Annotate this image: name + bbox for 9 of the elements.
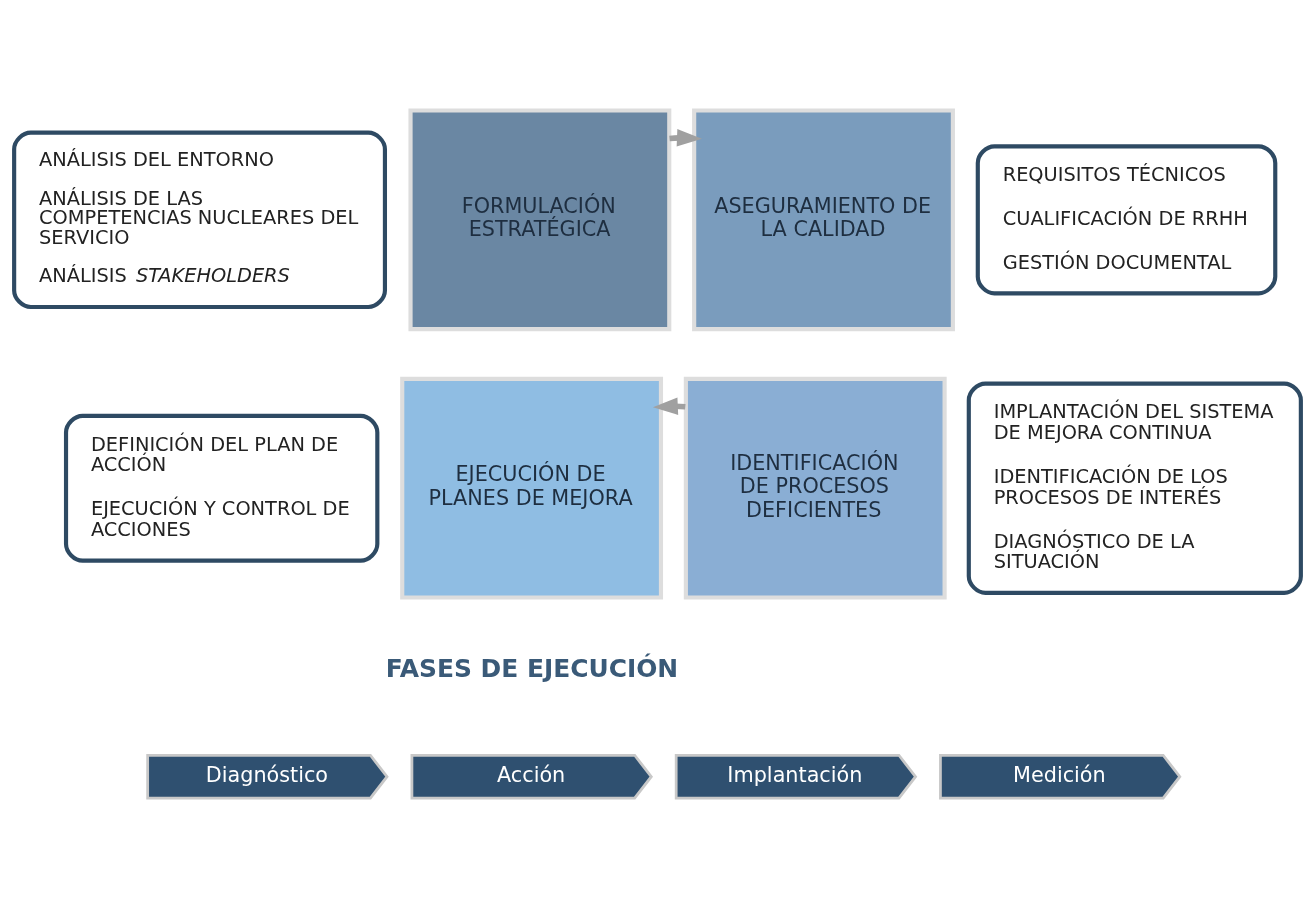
node-box: REQUISITOS TÉCNICOS CUALIFICACIÓN DE RRHH GESTIÓN DOCUMENTAL bbox=[975, 144, 1278, 296]
node-box: DEFINICIÓN DEL PLAN DE ACCIÓN EJECUCIÓN Y CONTROL DE ACCIONES bbox=[63, 413, 380, 563]
node-box: FORMULACIÓN ESTRATÉGICA bbox=[408, 108, 672, 332]
node-box: IMPLANTACIÓN DEL SISTEMA DE MEJORA CONTINUA IDENTIFICACIÓN DE LOS PROCESOS DE INTERÉS DIAGNÓSTICO DE LA SITUACIÓN bbox=[966, 381, 1303, 595]
node-box: EJECUCIÓN DE PLANES DE MEJORA bbox=[400, 376, 664, 600]
node-box: ASEGURAMIENTO DE LA CALIDAD bbox=[692, 108, 955, 332]
node-box: ANÁLISIS DEL ENTORNO ANÁLISIS DE LAS COMPETENCIAS NUCLEARES DEL SERVICIO ANÁLISIS STAKEHOLDERS bbox=[12, 130, 387, 310]
node-box: IDENTIFICACIÓN DE PROCESOS DEFICIENTES bbox=[683, 376, 947, 600]
label: FASES DE EJECUCIÓN bbox=[385, 653, 679, 683]
